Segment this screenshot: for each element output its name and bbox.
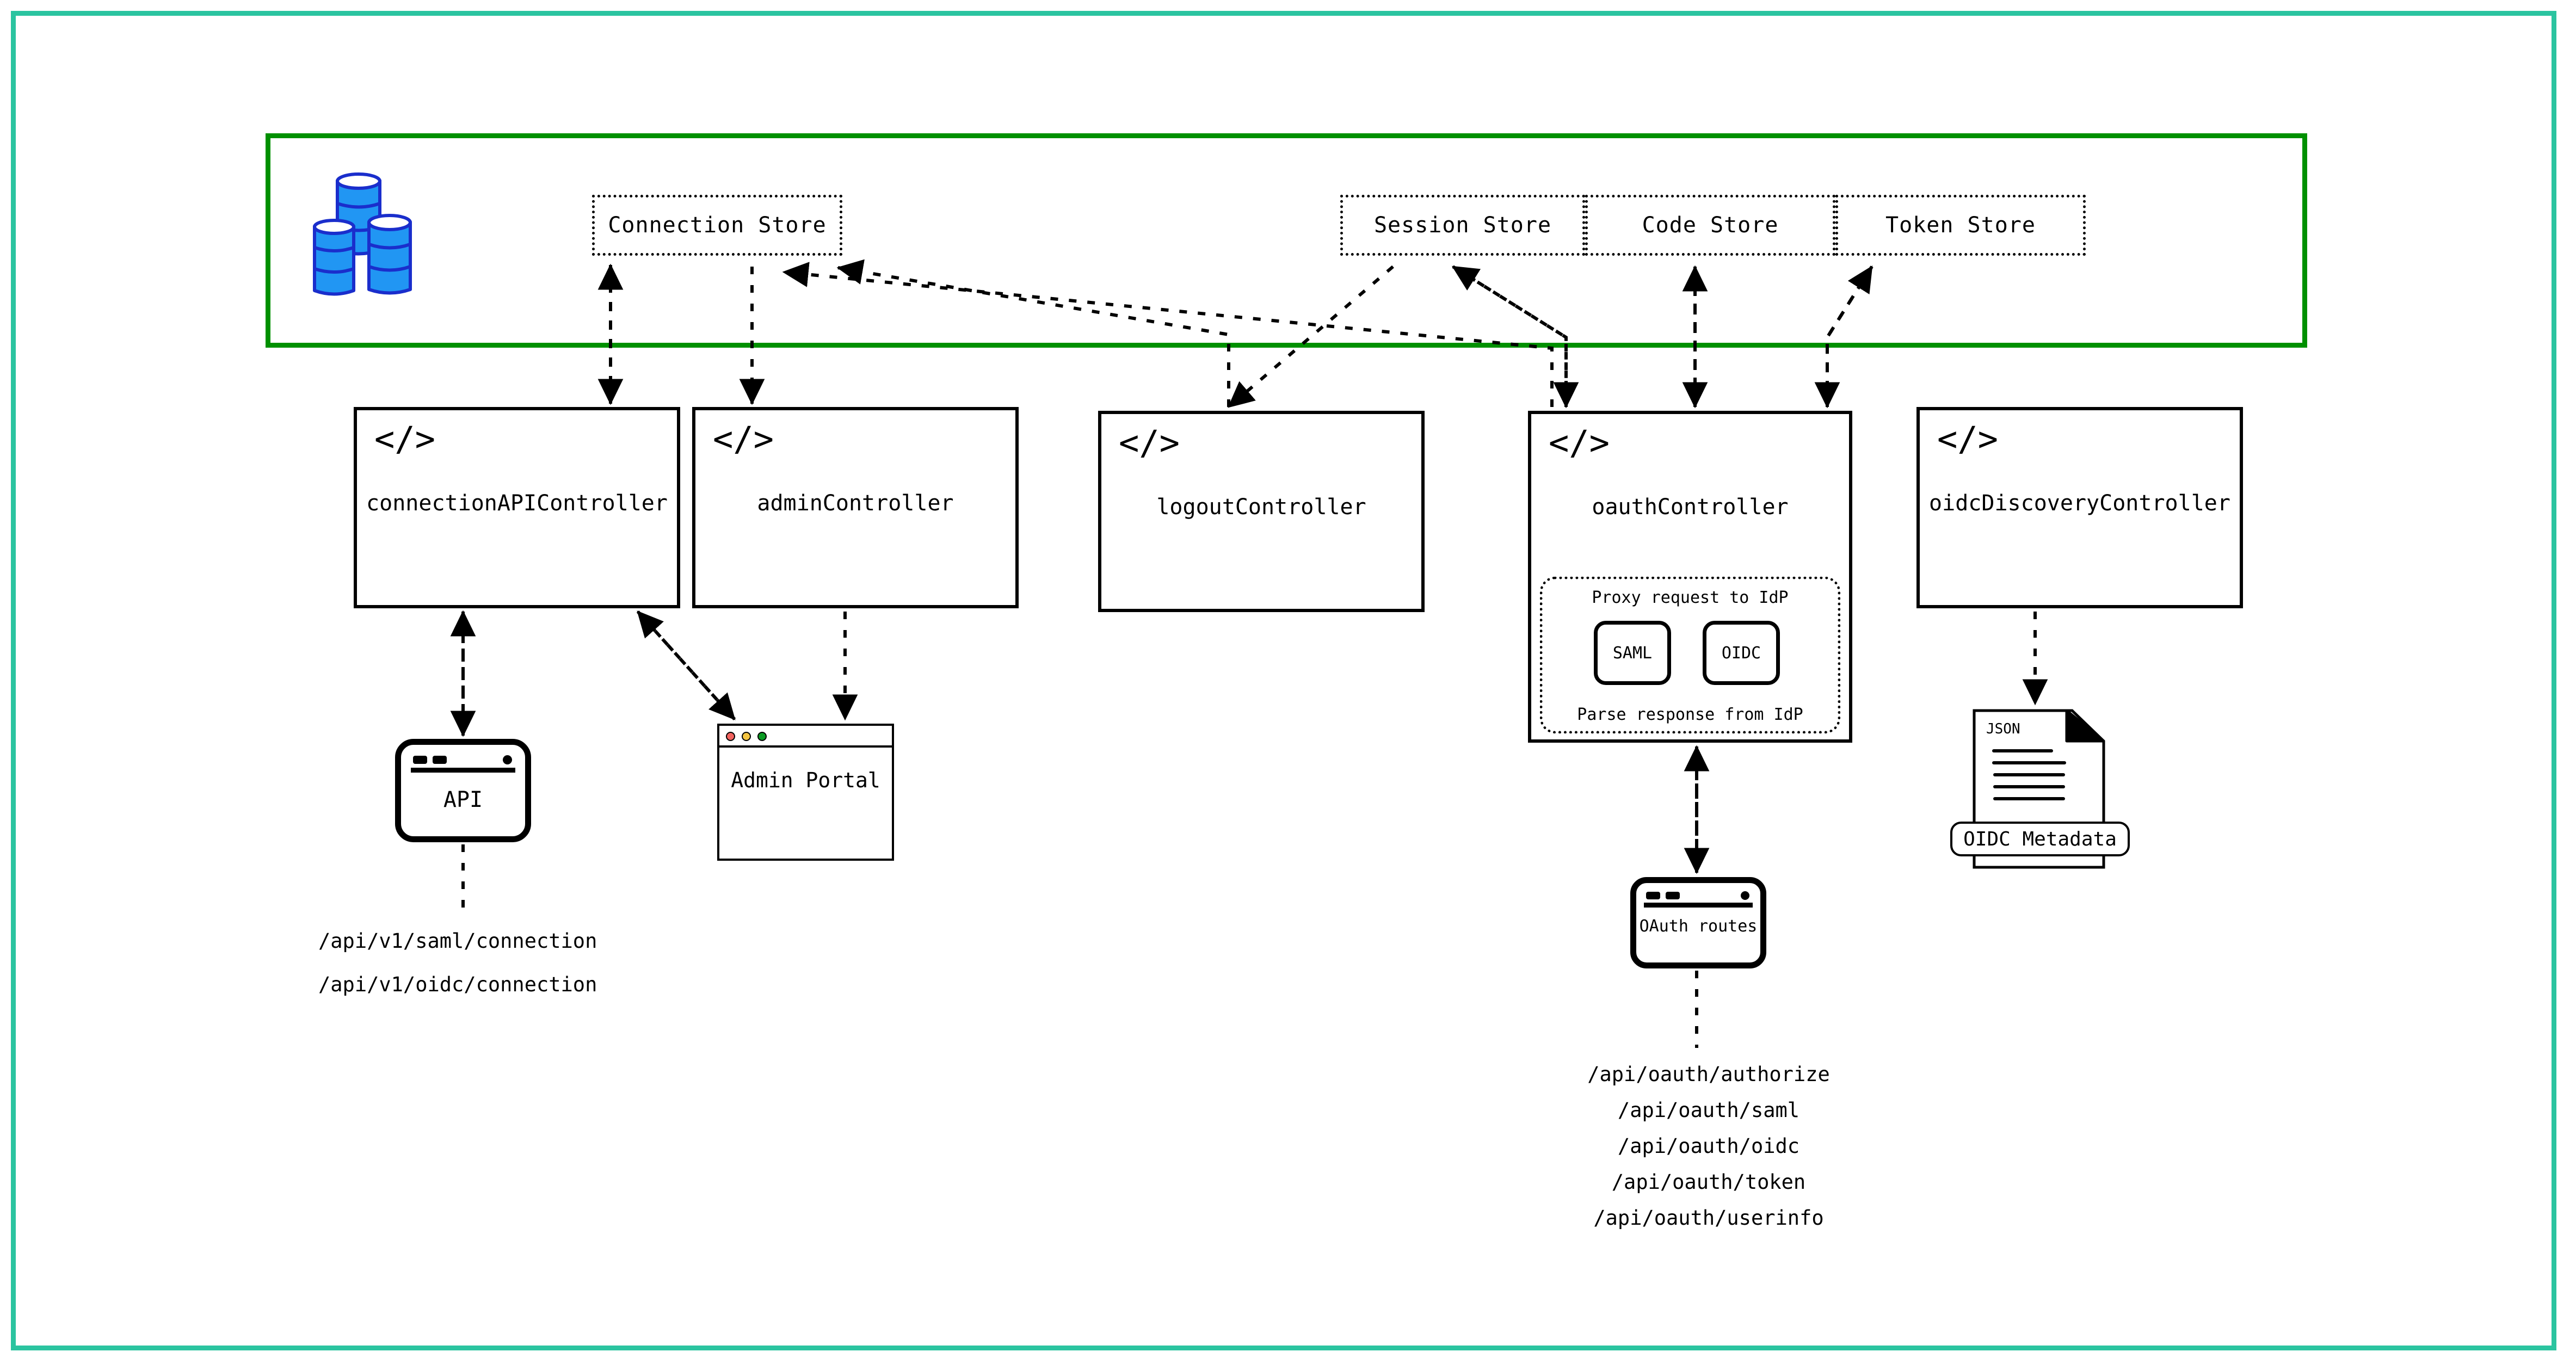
code-icon: </> [713, 419, 774, 459]
endpoint-item: /api/oauth/oidc [1617, 1134, 1800, 1158]
store-connection-label: Connection Store [608, 213, 827, 238]
code-icon: </> [1937, 419, 1998, 459]
store-connection[interactable]: Connection Store [592, 195, 842, 256]
close-icon[interactable] [726, 732, 735, 741]
connection-api-endpoints: /api/v1/saml/connection /api/v1/oidc/con… [318, 919, 597, 1007]
code-icon: </> [1549, 423, 1610, 462]
window-titlebar [719, 726, 892, 748]
controller-logout[interactable]: </> logoutController [1098, 411, 1425, 612]
svg-text:JSON: JSON [1986, 721, 2020, 737]
code-icon: </> [1119, 423, 1180, 462]
store-code[interactable]: Code Store [1585, 195, 1835, 256]
controller-logout-label: logoutController [1156, 495, 1366, 520]
store-token-label: Token Store [1885, 213, 2036, 238]
api-device-icon[interactable]: API [395, 739, 531, 842]
device-bar [411, 768, 515, 773]
endpoint-item: /api/oauth/authorize [1587, 1063, 1830, 1086]
controller-connection-api-label: connectionAPIController [366, 491, 668, 516]
endpoint-item: /api/oauth/userinfo [1593, 1206, 1824, 1230]
controller-connection-api[interactable]: </> connectionAPIController [354, 407, 680, 608]
admin-portal-label: Admin Portal [731, 768, 880, 792]
oauth-endpoints: /api/oauth/authorize /api/oauth/saml /ap… [1578, 1057, 1839, 1236]
controller-oidc-discovery[interactable]: </> oidcDiscoveryController [1916, 407, 2243, 608]
controller-oauth-label: oauthController [1592, 495, 1789, 520]
endpoint-item: /api/oauth/saml [1617, 1099, 1800, 1122]
device-dot [1741, 891, 1749, 900]
maximize-icon[interactable] [757, 732, 767, 741]
oauth-routes-label: OAuth routes [1639, 917, 1758, 936]
store-session[interactable]: Session Store [1340, 195, 1585, 256]
device-dot [1666, 892, 1680, 899]
store-code-label: Code Store [1642, 213, 1779, 238]
device-dot [433, 756, 447, 764]
controller-admin[interactable]: </> adminController [692, 407, 1019, 608]
code-icon: </> [374, 419, 435, 459]
database-stack-icon [306, 170, 431, 306]
store-token[interactable]: Token Store [1835, 195, 2086, 256]
api-label: API [443, 787, 483, 812]
oidc-metadata-label[interactable]: OIDC Metadata [1950, 822, 2130, 856]
protocol-saml[interactable]: SAML [1594, 621, 1671, 685]
controller-admin-label: adminController [757, 491, 954, 516]
oauth-routes-device-icon[interactable]: OAuth routes [1630, 877, 1766, 968]
admin-portal-window[interactable]: Admin Portal [717, 724, 894, 861]
idp-proxy-request-label: Proxy request to IdP [1592, 588, 1789, 607]
controller-oidc-discovery-label: oidcDiscoveryController [1929, 491, 2230, 516]
endpoint-item: /api/oauth/token [1611, 1170, 1806, 1194]
endpoint-item: /api/v1/oidc/connection [318, 973, 597, 996]
device-dot [1646, 892, 1660, 899]
device-dot [413, 756, 427, 764]
device-bar [1644, 903, 1753, 908]
store-session-label: Session Store [1373, 213, 1552, 238]
idp-proxy-group: Proxy request to IdP SAML OIDC Parse res… [1540, 577, 1840, 733]
protocol-oidc[interactable]: OIDC [1703, 621, 1780, 685]
outer-frame-border [11, 11, 2556, 1350]
minimize-icon[interactable] [742, 732, 751, 741]
idp-parse-response-label: Parse response from IdP [1577, 705, 1803, 724]
endpoint-item: /api/v1/saml/connection [318, 929, 597, 953]
device-dot [503, 755, 512, 764]
